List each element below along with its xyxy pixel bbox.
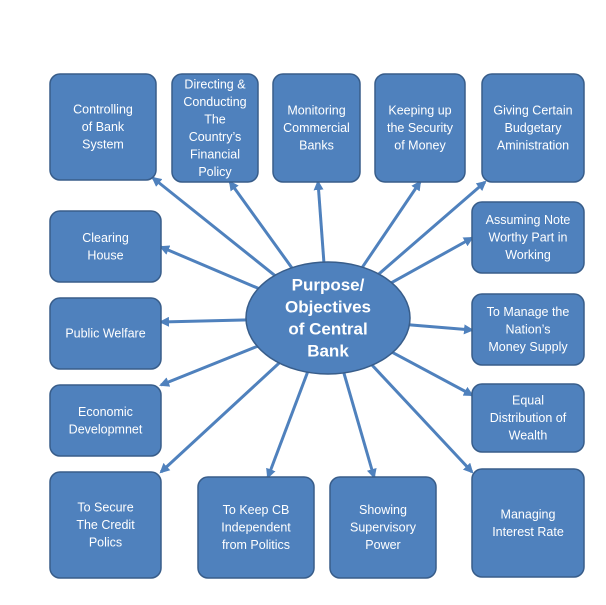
node-label-line: Clearing xyxy=(82,231,129,245)
node-label-line: Directing & xyxy=(184,77,246,91)
node-label-line: Monitoring xyxy=(287,104,345,118)
node-label-line: from Politics xyxy=(222,538,290,552)
arrow-to-controlling-bank-system xyxy=(151,176,278,278)
arrow-to-budgetary-administration xyxy=(376,180,487,277)
node-box xyxy=(471,468,585,578)
node-label-line: Working xyxy=(505,248,551,262)
node-label-line: Country’s xyxy=(189,130,242,144)
node-label-line: of Bank xyxy=(82,120,125,134)
node-label-line: Economic xyxy=(78,405,133,419)
arrow-to-note-worthy-part xyxy=(388,236,474,286)
node-label-line: Distribution of xyxy=(490,411,567,425)
node-label-line: To Manage the xyxy=(487,305,570,319)
node-label-line: Showing xyxy=(359,503,407,517)
node-label-line: Wealth xyxy=(509,429,548,443)
arrow-to-credit-polics xyxy=(159,360,282,474)
center-label-line: of Central xyxy=(288,320,367,339)
node-label-line: The xyxy=(204,112,226,126)
node-label-line: Banks xyxy=(299,139,334,153)
node-label-line: Aministration xyxy=(497,139,569,153)
node-label-line: Policy xyxy=(198,165,232,179)
node-label-line: Giving Certain xyxy=(493,104,572,118)
node-box xyxy=(49,384,162,457)
node-box xyxy=(171,73,259,183)
arrow-to-economic-development xyxy=(159,344,260,387)
arrow-to-clearing-house xyxy=(159,245,262,291)
node-label-line: Equal xyxy=(512,394,544,408)
center-label-line: Bank xyxy=(307,342,349,361)
arrow-to-public-welfare xyxy=(159,316,249,327)
node-public-welfare: Public Welfare xyxy=(49,297,162,370)
node-independent-from-politics: To Keep CB Independent from Politics xyxy=(197,476,315,579)
arrow-to-directing-conducting-policy xyxy=(228,180,295,271)
node-label-line: Financial xyxy=(190,147,240,161)
node-label-line: Budgetary xyxy=(505,121,563,135)
center-label-line: Objectives xyxy=(285,298,371,317)
node-label-line: Assuming Note xyxy=(486,213,571,227)
center-ellipse xyxy=(245,261,411,375)
node-box xyxy=(49,471,162,579)
node-label-line: House xyxy=(87,248,123,262)
arrow-to-security-of-money xyxy=(360,180,422,270)
node-box xyxy=(471,293,585,366)
node-label-line: To Keep CB xyxy=(223,503,290,517)
node-label-line: Worthy Part in xyxy=(489,231,568,245)
node-box xyxy=(374,73,466,183)
node-label-line: of Money xyxy=(394,139,446,153)
node-label-line: Commercial xyxy=(283,121,350,135)
node-directing-conducting-policy: Directing & ConductingTheCountry’sFinanci… xyxy=(171,73,259,183)
node-label-line: Nation’s xyxy=(506,323,551,337)
arrow-to-interest-rate xyxy=(369,362,474,474)
node-box xyxy=(197,476,315,579)
node-label-line: Controlling xyxy=(73,103,133,117)
node-label-line: Supervisory xyxy=(350,521,417,535)
node-box xyxy=(49,73,157,181)
node-label-line: The Credit xyxy=(76,518,135,532)
node-box xyxy=(49,210,162,283)
arrow-to-distribution-of-wealth xyxy=(389,350,474,397)
arrow-to-independent-from-politics xyxy=(266,370,310,479)
node-label-line: To Secure xyxy=(77,501,133,515)
node-label-line: Conducting xyxy=(183,95,246,109)
node-box xyxy=(481,73,585,183)
arrow-to-supervisory-power xyxy=(341,370,377,479)
node-security-of-money: Keeping up the Security of Money xyxy=(374,73,466,183)
node-label-line: Money Supply xyxy=(488,340,568,354)
node-box xyxy=(49,297,162,370)
node-label-line: Public Welfare xyxy=(65,327,145,341)
node-label-line: System xyxy=(82,138,124,152)
node-box xyxy=(272,73,361,183)
node-label-line: Developmnet xyxy=(69,422,143,436)
node-label-line: Interest Rate xyxy=(492,525,564,539)
node-label-line: Power xyxy=(365,538,400,552)
node-label-line: the Security xyxy=(387,121,454,135)
node-box xyxy=(329,476,437,579)
arrow-to-money-supply xyxy=(406,323,474,335)
arrow-to-monitoring-commercial-banks xyxy=(313,180,326,264)
node-label-line: Keeping up xyxy=(388,104,451,118)
node-label-line: Independent xyxy=(221,521,291,535)
node-label-line: Polics xyxy=(89,536,122,550)
arrows-layer xyxy=(151,176,487,479)
center-label-line: Purpose/ xyxy=(292,276,365,295)
node-box xyxy=(471,201,585,274)
node-box xyxy=(471,383,585,453)
node-label-line: Managing xyxy=(501,507,556,521)
